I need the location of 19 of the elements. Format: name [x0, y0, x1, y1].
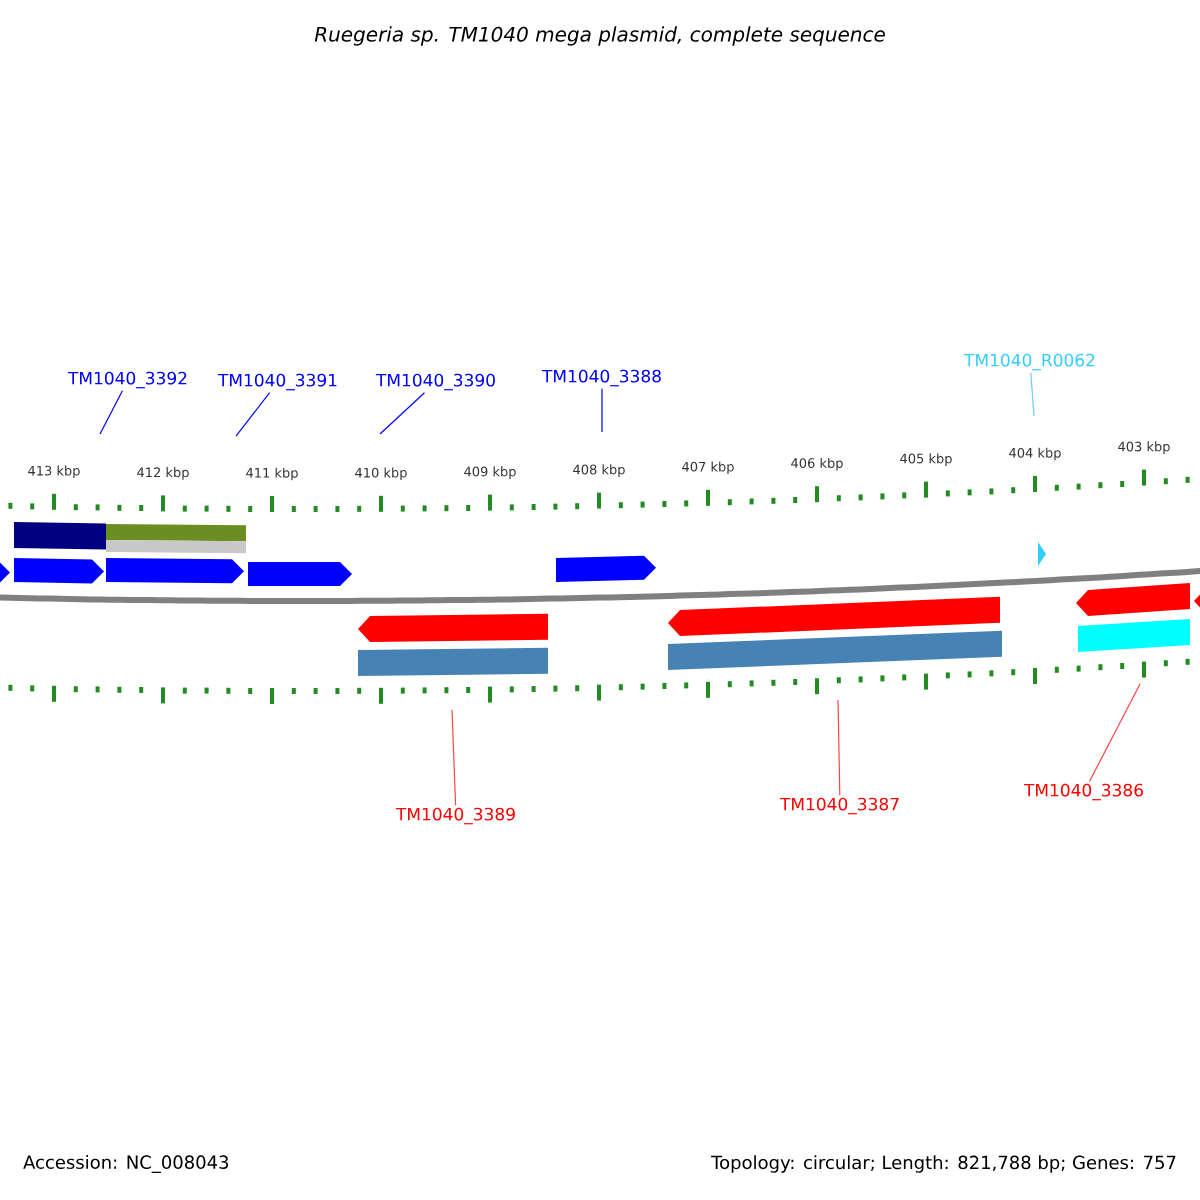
gene-label: TM1040_3386: [1023, 783, 1143, 801]
gene-label: TM1040_3390: [375, 373, 495, 391]
accession-text: Accession: NC_008043: [23, 1155, 229, 1173]
gene-label: TM1040_R0062: [964, 353, 1095, 371]
leader-line: [837, 699, 841, 796]
leader-line: [99, 390, 124, 435]
gene-label: TM1040_3387: [779, 797, 899, 815]
leader-line: [235, 392, 271, 437]
gene-label: TM1040_3389: [395, 807, 515, 825]
topology-text: Topology: circular; Length: 821,788 bp; Genes: 757: [711, 1155, 1176, 1173]
gene-label: TM1040_3388: [541, 369, 661, 387]
gene-label: TM1040_3392: [67, 371, 187, 389]
leader-line: [379, 392, 426, 435]
leader-line: [601, 388, 603, 433]
gene-label: TM1040_3391: [217, 373, 337, 391]
leader-line: [1088, 683, 1141, 782]
title: Ruegeria sp. TM1040 mega plasmid, complete sequence: [314, 26, 885, 46]
leader-line: [1030, 372, 1035, 417]
leader-line: [451, 709, 457, 806]
